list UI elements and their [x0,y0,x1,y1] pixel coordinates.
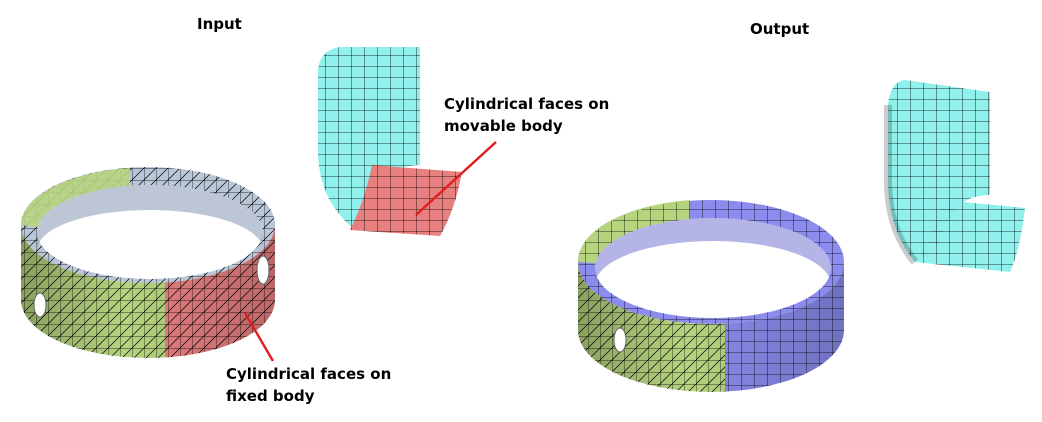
movable-body-shell-input [318,47,462,236]
arrow-movable [415,141,497,216]
movable-annotation: Cylindrical faces on movable body [444,93,609,137]
input-title: Input [197,15,242,33]
fixed-annotation-line2: fixed body [226,387,315,405]
movable-annotation-line1: Cylindrical faces on [444,95,610,113]
output-title: Output [750,20,810,38]
movable-annotation-line2: movable body [444,117,563,135]
output-ring [577,200,844,392]
fixed-annotation-line1: Cylindrical faces on [226,365,392,383]
movable-body-shell-output [884,80,1025,272]
arrow-fixed [243,312,275,362]
fixed-annotation: Cylindrical faces on fixed body [226,363,391,407]
fixed-body-ring [21,167,275,358]
